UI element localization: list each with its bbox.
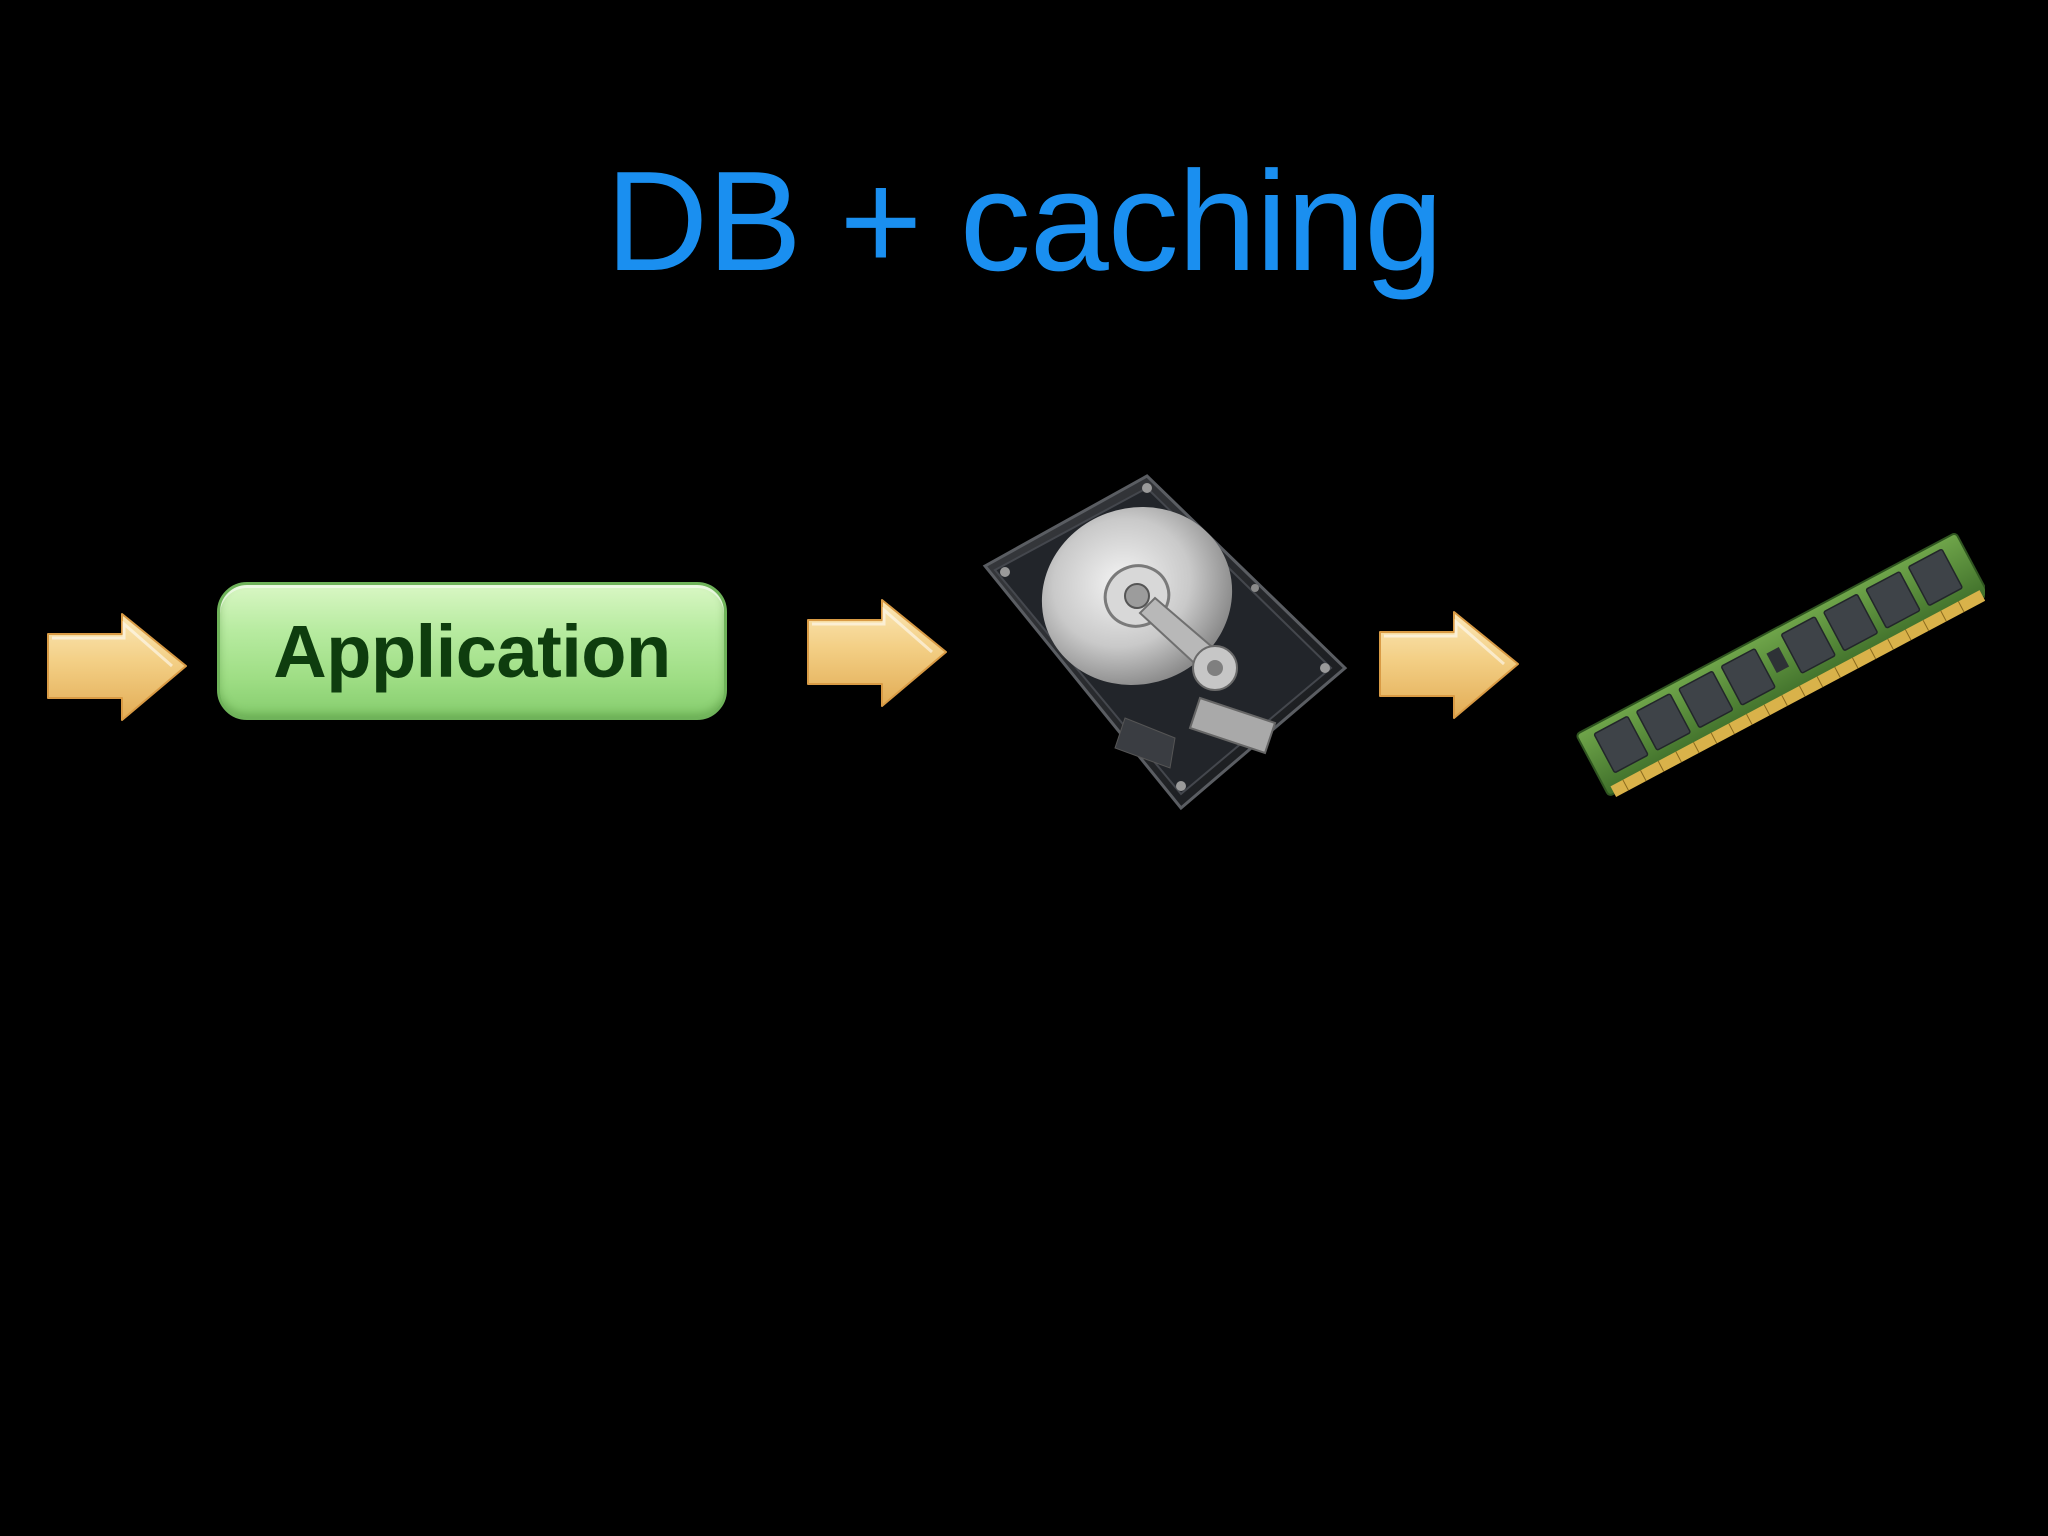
flow-arrow-db-to-cache (1379, 611, 1519, 719)
application-label: Application (273, 609, 671, 693)
ram-stick-icon (1576, 532, 1985, 797)
slide-title: DB + caching (605, 142, 1444, 301)
flow-arrow-app-to-db (807, 599, 947, 707)
hard-drive-icon (982, 474, 1348, 811)
flow-arrow-input (47, 613, 187, 721)
application-node: Application (217, 582, 727, 720)
